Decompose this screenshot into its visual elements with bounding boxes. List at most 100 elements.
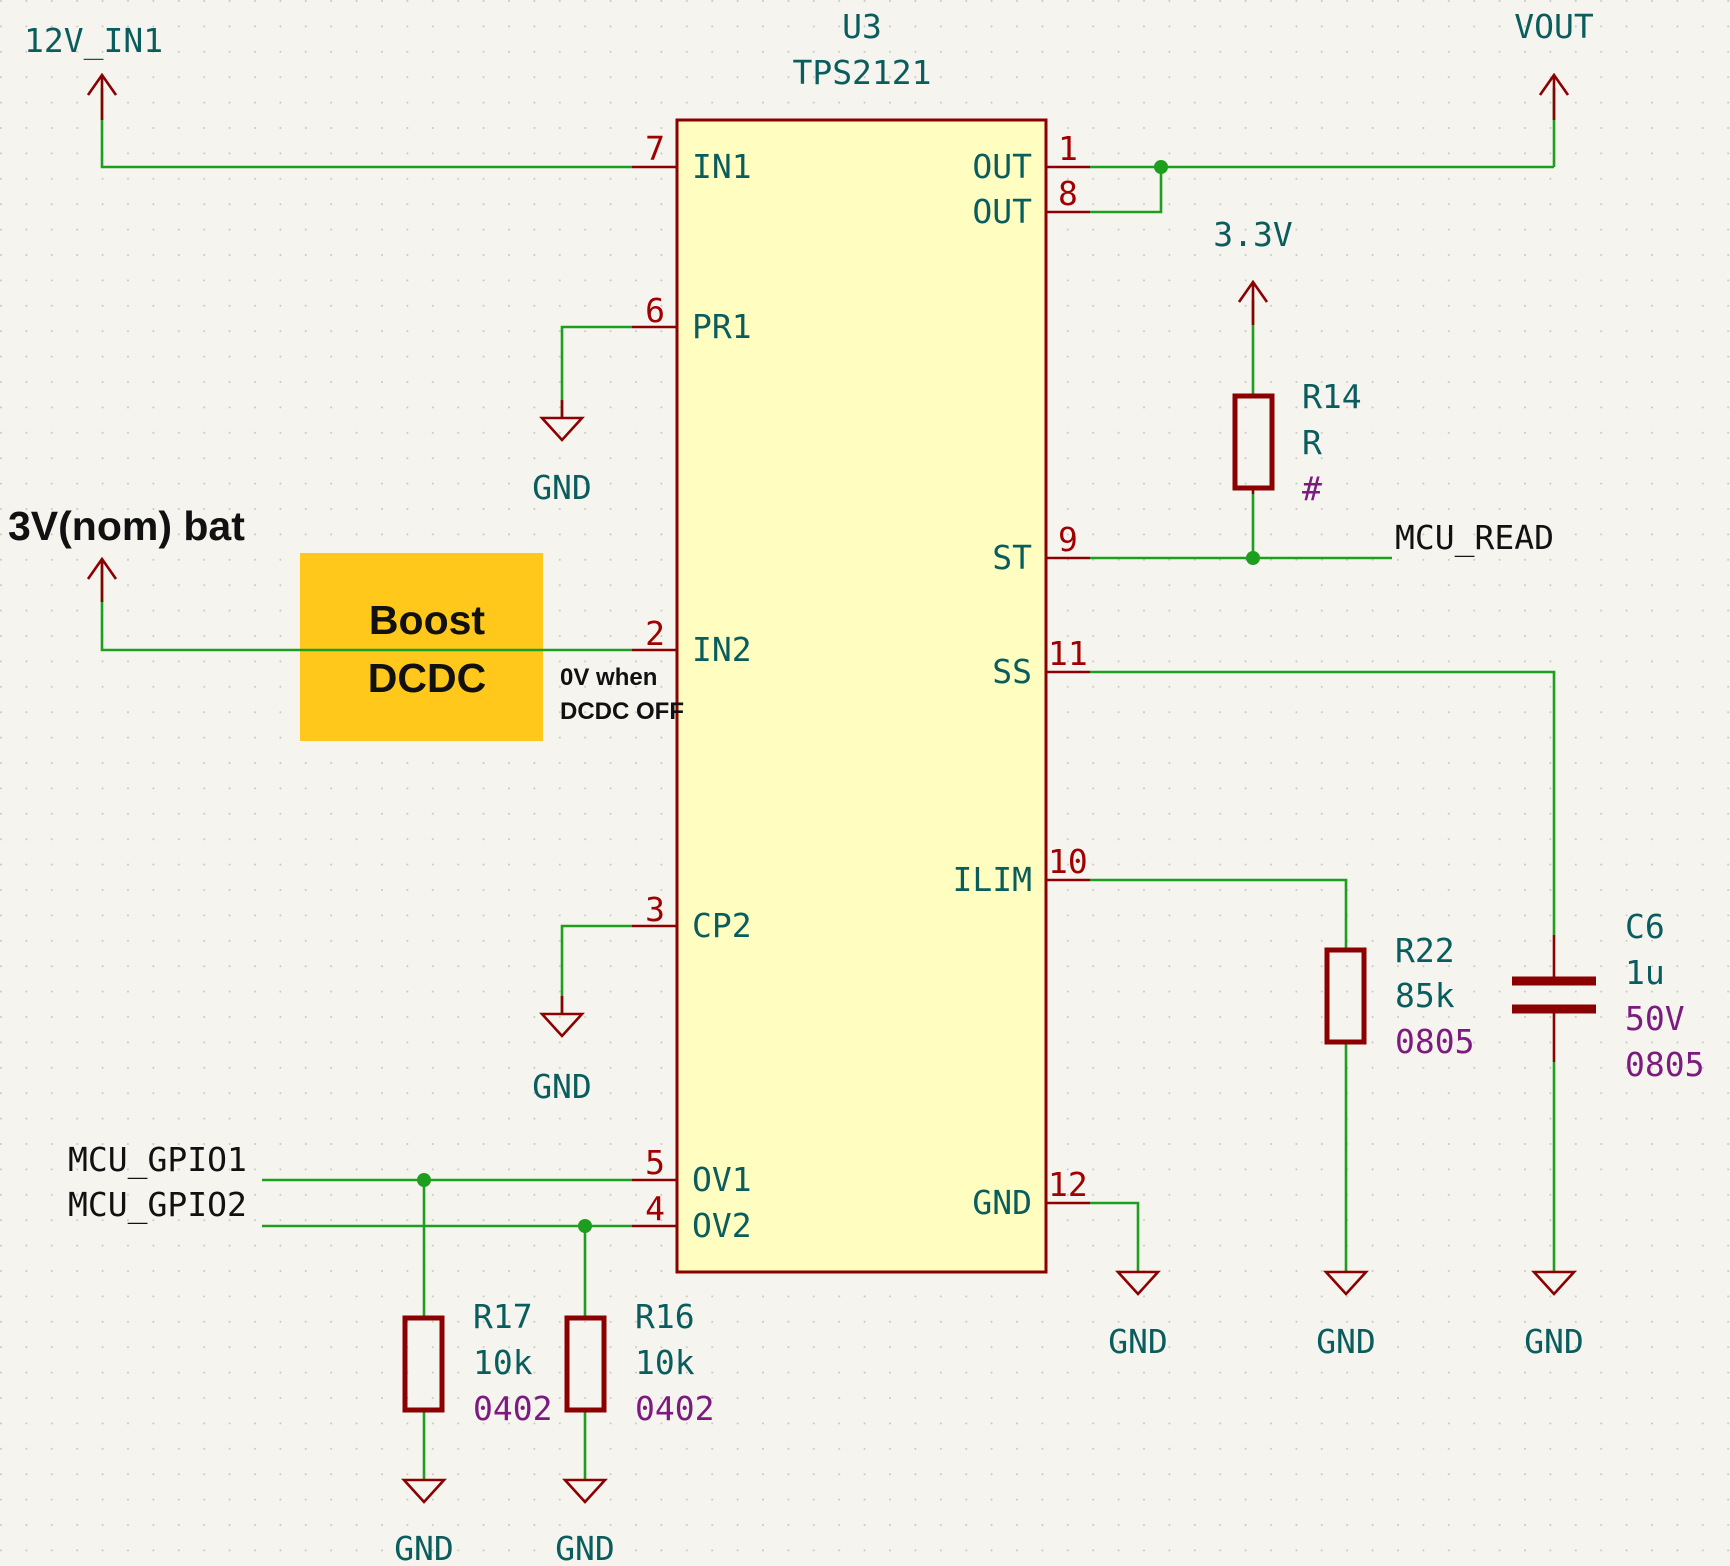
c6-value: 1u	[1625, 953, 1665, 992]
r14-extra: #	[1302, 469, 1322, 508]
junction-ov2	[578, 1219, 592, 1233]
net-label-gpio1: MCU_GPIO1	[68, 1140, 247, 1180]
ground-icon	[539, 400, 585, 442]
wire-ilim	[1090, 878, 1348, 950]
pin-number: 12	[1048, 1165, 1088, 1204]
c6-ref: C6	[1625, 907, 1665, 946]
capacitor-c6-icon	[1512, 976, 1596, 1014]
pin-name: OV2	[692, 1206, 752, 1245]
gnd-label: GND	[394, 1529, 454, 1566]
gnd-label: GND	[532, 468, 592, 507]
power-arrows	[86, 72, 1570, 602]
pin-name: ILIM	[953, 860, 1032, 899]
ground-icon	[1531, 1270, 1577, 1296]
pin-number: 10	[1048, 842, 1088, 881]
pin-number: 11	[1048, 634, 1088, 673]
r22-ref: R22	[1395, 931, 1455, 970]
net-labels: MCU_READ MCU_GPIO1 MCU_GPIO2	[68, 518, 1554, 1225]
ground-icon	[562, 1478, 608, 1504]
pin-name: OV1	[692, 1160, 752, 1199]
pin-name: IN2	[692, 630, 752, 669]
ic-body	[675, 118, 1048, 1274]
pin-number: 3	[645, 890, 665, 929]
net-label-gpio2: MCU_GPIO2	[68, 1185, 247, 1225]
left-pin-numbers: 7 6 2 3 5 4	[645, 129, 665, 1228]
r22-value: 85k	[1395, 976, 1455, 1015]
r14-ref: R14	[1302, 377, 1362, 416]
r22-footprint: 0805	[1395, 1022, 1474, 1061]
power-arrow-icon	[86, 72, 118, 120]
wire-out8	[1090, 167, 1163, 214]
ground-icon	[1323, 1270, 1369, 1296]
ic-pin-stubs	[632, 165, 1090, 1228]
ground-icon	[401, 1478, 447, 1504]
junctions	[417, 160, 1260, 1233]
pin-name: PR1	[692, 307, 752, 346]
ic-value: TPS2121	[792, 53, 931, 92]
power-arrow-icon	[86, 556, 118, 602]
note-line-1: 0V when	[560, 664, 657, 691]
power-arrow-icon	[1237, 279, 1269, 325]
pin-name: SS	[992, 652, 1032, 691]
r17-ref: R17	[473, 1297, 533, 1336]
gnd-label: GND	[1316, 1322, 1376, 1361]
wires	[100, 88, 1556, 1480]
power-label-12v-in1: 12V_IN1	[24, 21, 163, 61]
gnd-label: GND	[532, 1067, 592, 1106]
wire-cp2-gnd	[560, 924, 632, 1014]
boost-dcdc-box	[300, 553, 543, 741]
pin-number: 9	[1058, 520, 1078, 559]
r16-value: 10k	[635, 1343, 695, 1382]
gnd-label: GND	[555, 1529, 615, 1566]
junction-st	[1246, 551, 1260, 565]
junction-out	[1154, 160, 1168, 174]
gnd-label: GND	[1108, 1322, 1168, 1361]
power-arrow-icon	[1538, 72, 1570, 120]
power-label-battery: 3V(nom) bat	[8, 503, 245, 549]
resistor-r22-icon	[1324, 947, 1367, 1045]
c6-voltage: 50V	[1625, 999, 1685, 1038]
pin-number: 1	[1058, 129, 1078, 168]
pin-number: 6	[645, 291, 665, 330]
pin-name: OUT	[972, 147, 1032, 186]
pin-name: IN1	[692, 147, 752, 186]
r16-footprint: 0402	[635, 1389, 714, 1428]
passive-leads	[1251, 488, 1556, 1062]
r17-footprint: 0402	[473, 1389, 552, 1428]
power-label-3v3: 3.3V	[1213, 215, 1292, 254]
pin-name: OUT	[972, 192, 1032, 231]
left-pin-names: IN1 PR1 IN2 CP2 OV1 OV2	[692, 147, 752, 1245]
boost-label: Boost	[369, 597, 486, 643]
r14-value: R	[1302, 423, 1322, 462]
ground-icon	[539, 996, 585, 1038]
pin-number: 8	[1058, 174, 1078, 213]
pin-number: 5	[645, 1143, 665, 1182]
pin-name: CP2	[692, 906, 752, 945]
junction-ov1	[417, 1173, 431, 1187]
right-pin-numbers: 1 8 9 11 10 12	[1048, 129, 1088, 1204]
right-pin-names: OUT OUT ST SS ILIM GND	[953, 147, 1033, 1222]
pin-number: 4	[645, 1189, 665, 1228]
pin-number: 2	[645, 614, 665, 653]
component-labels: R14 R # R22 85k 0805 C6 1u 50V 0805 R17 …	[473, 377, 1704, 1428]
power-label-vout: VOUT	[1514, 7, 1594, 46]
pin-number: 7	[645, 129, 665, 168]
ground-labels: GND GND GND GND GND GND GND	[394, 468, 1584, 1566]
net-label-mcu-read: MCU_READ	[1395, 518, 1554, 558]
r17-value: 10k	[473, 1343, 533, 1382]
dcdc-label: DCDC	[368, 655, 486, 701]
gnd-label: GND	[1524, 1322, 1584, 1361]
wire-ss	[1090, 670, 1556, 935]
r16-ref: R16	[635, 1297, 695, 1336]
wire-pr1-gnd	[560, 325, 632, 418]
ground-symbols	[401, 400, 1577, 1504]
pin-name: GND	[972, 1183, 1032, 1222]
pin-name: ST	[992, 538, 1032, 577]
ic-ref: U3	[842, 7, 882, 46]
c6-footprint: 0805	[1625, 1045, 1704, 1084]
wire-gnd12	[1090, 1201, 1140, 1272]
resistor-r17-icon	[402, 1315, 445, 1413]
resistor-r16-icon	[564, 1315, 607, 1413]
ground-icon	[1115, 1270, 1161, 1296]
